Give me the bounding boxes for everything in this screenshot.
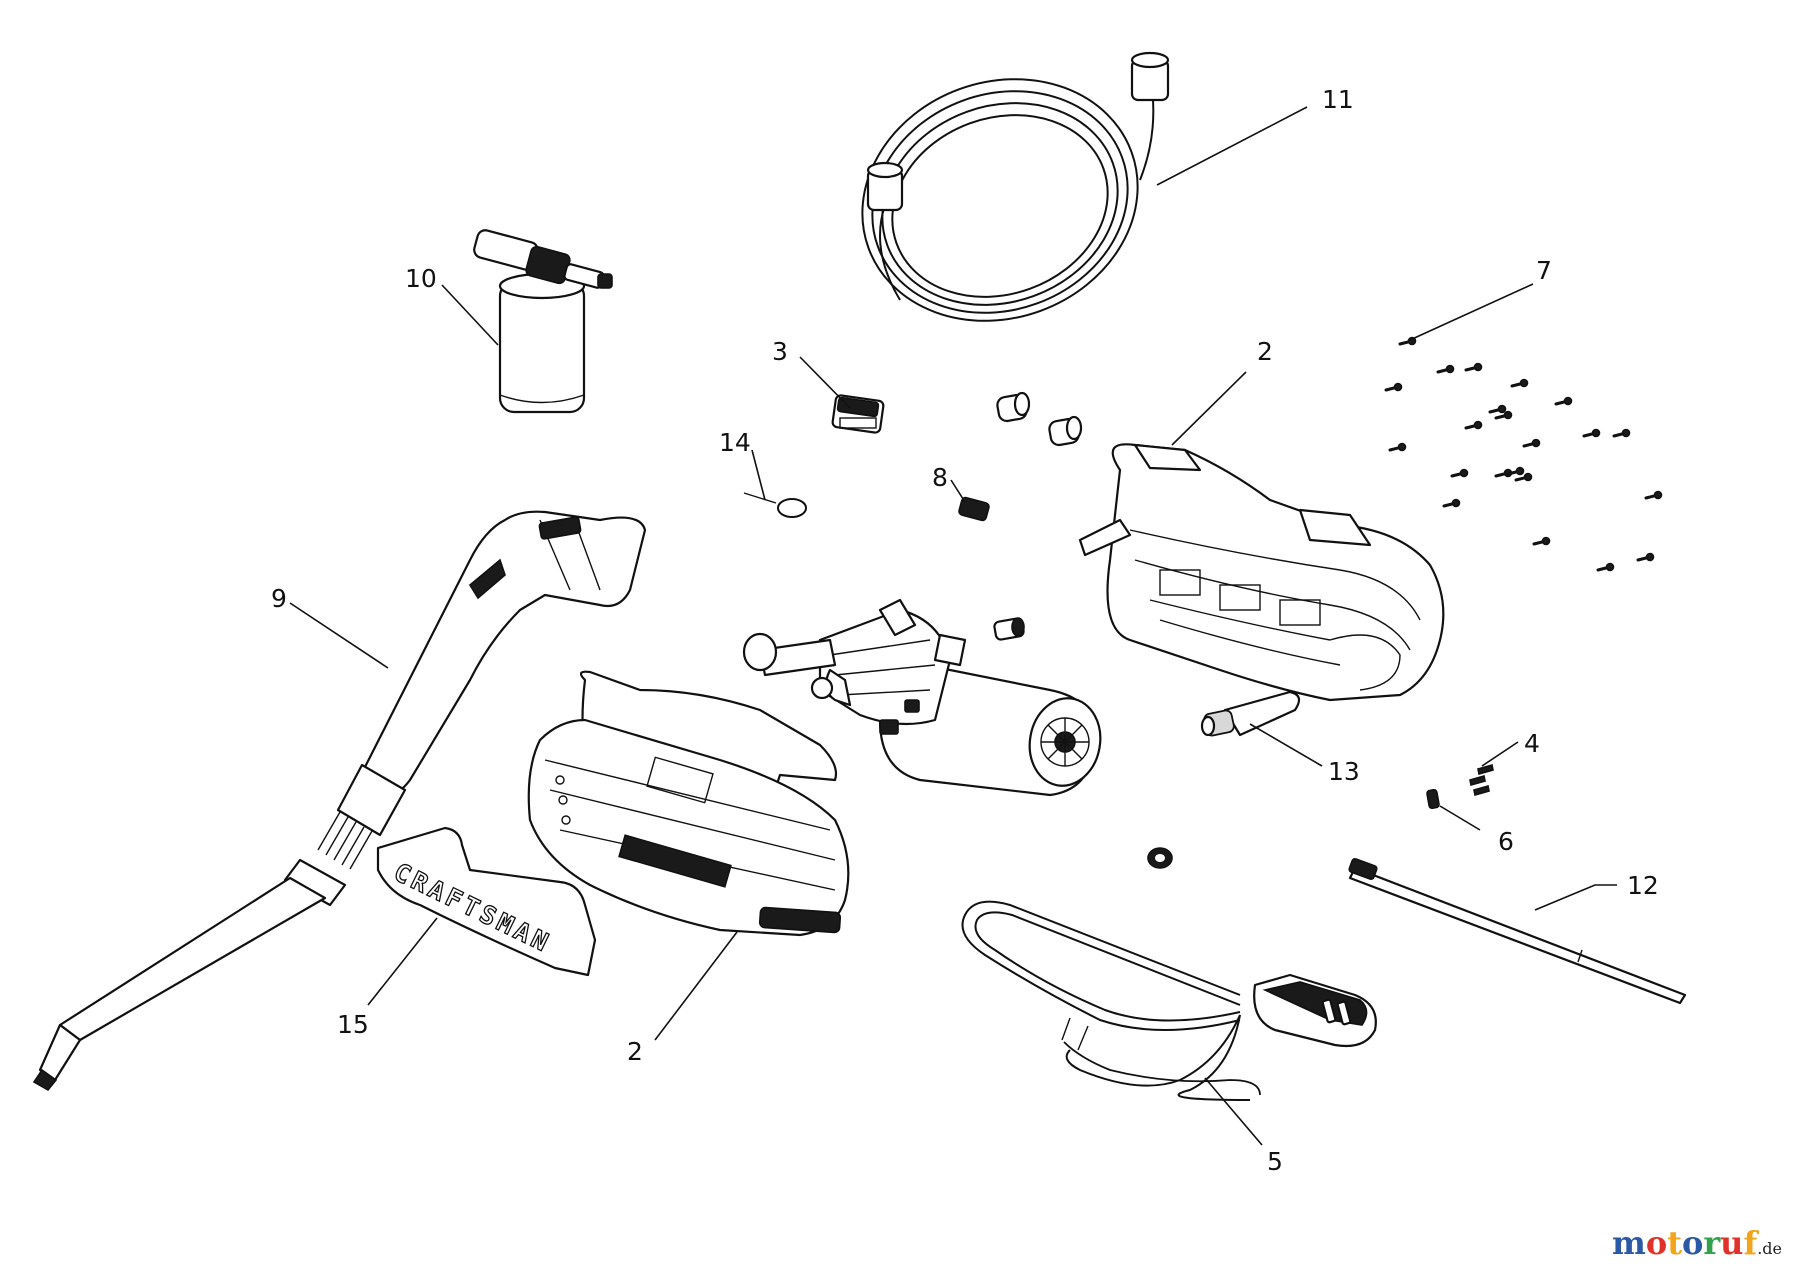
screw-head — [1645, 552, 1655, 562]
screw-head — [1523, 472, 1533, 482]
callout-7: 7 — [1536, 256, 1552, 285]
leader-10 — [441, 284, 499, 346]
leader-15 — [367, 917, 438, 1006]
screw-head — [1515, 466, 1525, 476]
watermark-letter: t — [1667, 1224, 1682, 1262]
fittings — [996, 391, 1083, 447]
watermark-letter: u — [1720, 1224, 1744, 1262]
part-10-detergent-bottle — [473, 229, 613, 414]
part-3-switch — [831, 394, 885, 434]
part-2-housing-rear — [1078, 443, 1445, 702]
watermark-letter: m — [1611, 1224, 1646, 1262]
screw-head — [1497, 404, 1507, 414]
screw-head — [1591, 428, 1601, 438]
callout-3: 3 — [772, 337, 788, 366]
motor-pump-assembly — [742, 598, 1102, 797]
leader-2a — [1171, 371, 1247, 446]
leader-8 — [950, 479, 966, 503]
screw-head — [1473, 362, 1483, 372]
callout-2-lower: 2 — [627, 1037, 643, 1066]
callout-12: 12 — [1627, 871, 1659, 900]
callout-11: 11 — [1322, 85, 1354, 114]
callout-5: 5 — [1267, 1147, 1283, 1176]
leader-lines — [289, 106, 1617, 1146]
screw-head — [1503, 410, 1513, 420]
part-14-o-ring — [743, 492, 807, 518]
callout-4: 4 — [1524, 729, 1540, 758]
part-13-nozzle — [1200, 690, 1301, 737]
callout-8: 8 — [932, 463, 948, 492]
callout-9: 9 — [271, 584, 287, 613]
screw-head — [1653, 490, 1663, 500]
leader-3 — [799, 356, 851, 409]
watermark-letter: o — [1645, 1224, 1668, 1262]
leader-9 — [289, 602, 389, 669]
callout-14: 14 — [719, 428, 751, 457]
part-2-housing-front — [527, 670, 850, 937]
callout-2-upper: 2 — [1257, 337, 1273, 366]
leader-6 — [1439, 805, 1481, 831]
screw-head — [1459, 468, 1469, 478]
screw-head — [1473, 420, 1483, 430]
leader-4 — [1481, 741, 1519, 767]
leader-2b — [654, 931, 738, 1041]
screw-head — [1531, 438, 1541, 448]
part-8-clip — [958, 496, 990, 522]
screw-head — [1397, 442, 1407, 452]
screw-head — [1451, 498, 1461, 508]
watermark-letter: o — [1681, 1224, 1704, 1262]
part-6-spring — [1426, 788, 1440, 810]
watermark-suffix: .de — [1757, 1239, 1782, 1258]
part-12-cable-tie — [1348, 858, 1687, 1005]
screw-head — [1541, 536, 1551, 546]
part-5-power-cord — [961, 900, 1377, 1101]
screw-head — [1393, 382, 1403, 392]
callout-6: 6 — [1498, 827, 1514, 856]
leader-11 — [1156, 106, 1308, 186]
part-4-screws — [1469, 763, 1494, 797]
leader-14 — [751, 449, 766, 501]
part-11-high-pressure-hose — [861, 51, 1170, 322]
watermark-letter: r — [1703, 1224, 1721, 1262]
leader-5 — [1204, 1077, 1263, 1146]
leader-13 — [1249, 723, 1323, 767]
watermark-text: motoruf — [1612, 1224, 1757, 1262]
callout-15: 15 — [337, 1010, 369, 1039]
callout-10: 10 — [405, 264, 437, 293]
gun-grip-ribs — [317, 811, 373, 870]
screw-head — [1563, 396, 1573, 406]
leader-12 — [1534, 884, 1617, 911]
leader-7 — [1409, 283, 1534, 341]
grommet — [1147, 847, 1173, 869]
callout-13: 13 — [1328, 757, 1360, 786]
screw-head — [1621, 428, 1631, 438]
callout-labels: 11 10 7 3 2 14 8 9 4 13 6 12 15 2 5 — [271, 85, 1659, 1176]
watermark-letter: f — [1743, 1224, 1758, 1262]
part-7-screws — [1384, 336, 1663, 572]
part-9-spray-gun — [32, 510, 647, 1092]
screw-head — [1605, 562, 1615, 572]
screw-head — [1519, 378, 1529, 388]
watermark-logo: motoruf.de — [1612, 1224, 1782, 1262]
screw-head — [1445, 364, 1455, 374]
